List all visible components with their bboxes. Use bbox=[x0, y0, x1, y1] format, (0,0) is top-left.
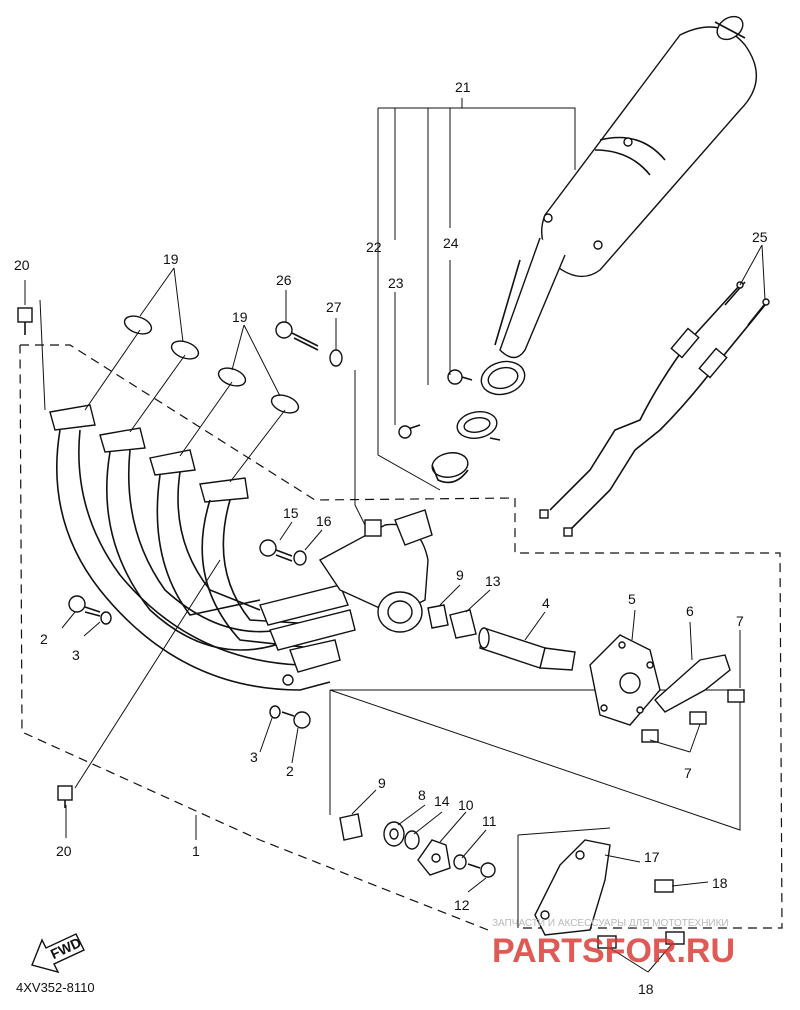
callout-12: 12 bbox=[454, 897, 470, 913]
washer-3-right bbox=[269, 705, 281, 719]
collar-14 bbox=[404, 830, 420, 850]
muffler-bolt-24 bbox=[447, 369, 473, 385]
washer-16 bbox=[293, 550, 307, 566]
fwd-arrow-icon: FWD bbox=[31, 933, 85, 974]
callout-16: 16 bbox=[316, 513, 332, 529]
muffler-clamp-23 bbox=[398, 411, 501, 441]
plate-10 bbox=[417, 839, 451, 876]
bolt-26 bbox=[275, 321, 319, 351]
callout-11: 11 bbox=[482, 813, 497, 829]
washer-27 bbox=[329, 349, 343, 367]
muffler-gasket-22 bbox=[431, 452, 469, 484]
washer-3-left bbox=[100, 611, 112, 625]
callout-17: 17 bbox=[644, 849, 660, 865]
callout-14: 14 bbox=[434, 793, 450, 809]
callout-7-upper: 7 bbox=[736, 613, 744, 629]
pulley-plate-5 bbox=[589, 634, 661, 726]
bolt-2-right bbox=[281, 711, 311, 729]
bolts-7 bbox=[641, 689, 745, 743]
callout-22: 22 bbox=[366, 239, 382, 255]
bolt-20-lower bbox=[57, 785, 73, 808]
callout-27: 27 bbox=[326, 299, 342, 315]
bolt-2-left bbox=[68, 595, 101, 617]
callout-8: 8 bbox=[418, 787, 426, 803]
callout-4: 4 bbox=[542, 595, 550, 611]
solid-bracket-line bbox=[329, 370, 741, 831]
callout-20-bottom: 20 bbox=[56, 843, 72, 859]
callout-19-left: 19 bbox=[163, 251, 179, 267]
callout-9-lower: 9 bbox=[378, 775, 386, 791]
callout-26: 26 bbox=[276, 272, 292, 288]
bolt-12 bbox=[467, 862, 496, 878]
watermark-line1: ЗАПЧАСТИ И АКСЕССУАРЫ ДЛЯ МОТОТЕХНИКИ bbox=[492, 918, 729, 929]
callout-2-right: 2 bbox=[286, 763, 294, 779]
exhaust-gaskets-19 bbox=[123, 315, 300, 414]
diagram-code: 4XV352-8110 bbox=[16, 980, 95, 995]
callout-labels: 21 22 24 23 25 20 19 26 27 19 15 16 9 13… bbox=[14, 79, 768, 997]
callout-24: 24 bbox=[443, 235, 459, 251]
callout-18-bottom: 18 bbox=[638, 981, 654, 997]
shaft-4 bbox=[478, 627, 576, 671]
bolt-20-upper bbox=[17, 307, 33, 335]
bracket-17 bbox=[534, 839, 611, 936]
leader-lines bbox=[24, 98, 766, 973]
collar-13 bbox=[449, 609, 477, 639]
bushing-9 bbox=[427, 604, 449, 629]
callout-3-right: 3 bbox=[250, 749, 258, 765]
callout-2-left: 2 bbox=[40, 631, 48, 647]
callout-19-right: 19 bbox=[232, 309, 248, 325]
callout-20-top: 20 bbox=[14, 257, 30, 273]
bolt-15 bbox=[259, 539, 293, 562]
callout-13: 13 bbox=[485, 573, 501, 589]
callout-18-right: 18 bbox=[712, 875, 728, 891]
muffler-detail-box bbox=[377, 107, 576, 491]
exhaust-header-pipes bbox=[49, 404, 433, 691]
callout-21: 21 bbox=[455, 79, 471, 95]
exhaust-assembly-outline bbox=[19, 344, 783, 931]
watermark: ЗАПЧАСТИ И АКСЕССУАРЫ ДЛЯ МОТОТЕХНИКИ PA… bbox=[492, 918, 735, 970]
washer-11 bbox=[453, 854, 467, 870]
bushing-9-lower bbox=[339, 813, 363, 841]
callout-23: 23 bbox=[388, 275, 404, 291]
callout-10: 10 bbox=[458, 797, 474, 813]
callout-15: 15 bbox=[283, 505, 299, 521]
cable-assembly-25 bbox=[539, 281, 770, 537]
bolts-18 bbox=[597, 879, 685, 949]
watermark-line2: PARTSFOR.RU bbox=[492, 932, 735, 970]
callout-1: 1 bbox=[192, 843, 200, 859]
muffler bbox=[480, 15, 758, 396]
bracket-detail-box bbox=[517, 827, 611, 928]
callout-5: 5 bbox=[628, 591, 636, 607]
callout-6: 6 bbox=[686, 603, 694, 619]
callout-25: 25 bbox=[752, 229, 768, 245]
bracket-6 bbox=[654, 654, 731, 713]
callout-9-upper: 9 bbox=[456, 567, 464, 583]
callout-7-lower: 7 bbox=[684, 765, 692, 781]
callout-3-left: 3 bbox=[72, 647, 80, 663]
washer-8 bbox=[383, 821, 405, 847]
